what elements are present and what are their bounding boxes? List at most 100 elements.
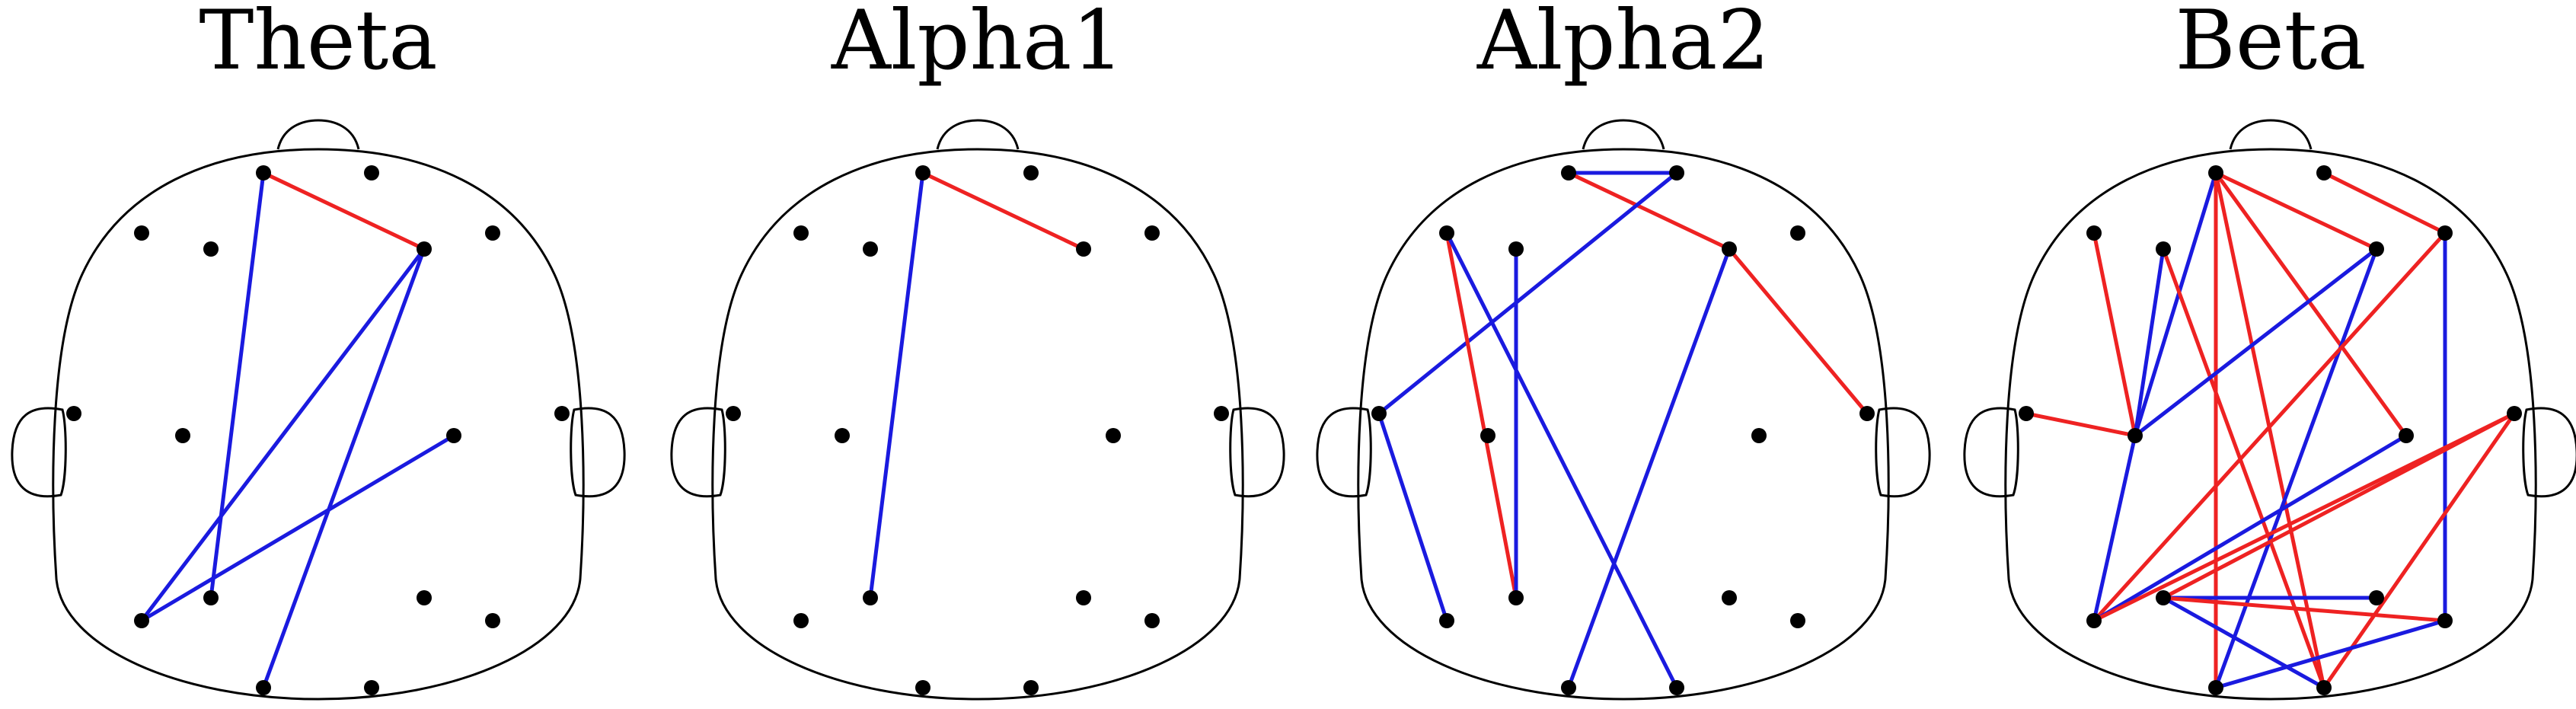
connection-blue-P3-O2 [2161, 596, 2326, 690]
electrode-C3 [835, 428, 850, 443]
electrode-T5 [134, 613, 149, 628]
electrode-T3 [66, 406, 81, 421]
electrode-F4 [417, 241, 432, 257]
left-ear [1316, 407, 1372, 498]
nose [276, 119, 360, 150]
electrode-O1 [2208, 680, 2223, 695]
electrode-O1 [256, 680, 271, 695]
connection-red-Fp1-F4 [921, 171, 1086, 251]
electrode-T5 [1439, 613, 1454, 628]
left-ear [670, 407, 726, 498]
electrode-C3 [2128, 428, 2143, 443]
electrode-P3 [863, 590, 878, 605]
electrode-C4 [1751, 428, 1767, 443]
electrode-C4 [2399, 428, 2414, 443]
electrode-C3 [175, 428, 190, 443]
head-outline [52, 148, 585, 701]
connection-blue-F3-C3 [2133, 247, 2166, 438]
electrode-P3 [2156, 590, 2171, 605]
electrode-F4 [1076, 241, 1091, 257]
connection-red-T4-P3 [2161, 411, 2517, 600]
connection-blue-F7-O2 [1444, 231, 1679, 690]
connection-blue-F4-O1 [261, 247, 426, 690]
electrode-T4 [1214, 406, 1229, 421]
electrode-O1 [1561, 680, 1576, 695]
panel-theta: Theta [11, 0, 626, 701]
electrode-P4 [417, 590, 432, 605]
connection-blue-C4-T5 [139, 433, 456, 623]
electrode-F3 [1508, 241, 1524, 257]
electrode-F7 [793, 225, 809, 241]
electrode-C4 [1106, 428, 1121, 443]
left-ear [1963, 407, 2019, 498]
nose [2229, 119, 2313, 150]
electrode-Fp2 [1023, 165, 1039, 180]
electrode-F8 [2437, 225, 2453, 241]
panel-title: Theta [199, 0, 437, 88]
electrode-O1 [915, 680, 930, 695]
electrode-F3 [863, 241, 878, 257]
right-ear [570, 407, 626, 498]
electrode-Fp1 [256, 165, 271, 180]
electrode-T5 [793, 613, 809, 628]
connection-blue-Fp1-C3 [2133, 171, 2218, 438]
electrode-Fp2 [364, 165, 379, 180]
nose [936, 119, 1020, 150]
panel-alpha1: Alpha1 [670, 0, 1285, 701]
panel-title: Beta [2175, 0, 2366, 88]
connection-red-T4-O2 [2322, 411, 2517, 690]
connection-red-F3-O2 [2161, 247, 2326, 690]
electrode-T6 [1144, 613, 1160, 628]
connection-blue-C4-T5 [2092, 433, 2408, 623]
electrode-P4 [1076, 590, 1091, 605]
left-ear [11, 407, 67, 498]
connection-red-F8-T5 [2092, 231, 2447, 623]
connection-blue-Fp1-P3 [868, 171, 925, 600]
electrode-F7 [1439, 225, 1454, 241]
electrode-P3 [203, 590, 219, 605]
electrode-Fp1 [1561, 165, 1576, 180]
electrode-T3 [726, 406, 741, 421]
head-outline [1357, 148, 1890, 701]
connection-red-P3-T6 [2161, 596, 2447, 623]
electrode-P3 [1508, 590, 1524, 605]
panel-title: Alpha2 [1476, 0, 1770, 88]
electrode-Fp1 [915, 165, 930, 180]
electrode-F7 [2086, 225, 2102, 241]
connection-red-F4-T4 [1727, 247, 1869, 416]
connection-blue-T6-O1 [2214, 618, 2447, 690]
connection-red-Fp1-C4 [2214, 171, 2408, 438]
connection-blue-T3-T5 [1377, 411, 1449, 623]
electrode-T6 [1790, 613, 1805, 628]
electrode-P4 [1722, 590, 1737, 605]
nose [1582, 119, 1665, 150]
electrode-O2 [1023, 680, 1039, 695]
electrode-O2 [1669, 680, 1684, 695]
connection-red-T3-C3 [2024, 411, 2137, 438]
connection-red-Fp1-F4 [261, 171, 426, 251]
electrode-F7 [134, 225, 149, 241]
right-ear [1229, 407, 1285, 498]
connection-red-F7-C3 [2092, 231, 2137, 438]
electrode-T4 [2507, 406, 2522, 421]
electrode-C4 [446, 428, 461, 443]
electrode-Fp2 [1669, 165, 1684, 180]
connection-red-F7-P3 [1444, 231, 1518, 600]
electrode-T4 [554, 406, 570, 421]
connection-red-Fp2-F8 [2322, 171, 2447, 235]
electrode-T4 [1859, 406, 1875, 421]
electrode-O2 [364, 680, 379, 695]
connection-blue-F4-O1 [2214, 247, 2379, 690]
connection-red-Fp1-O2 [2214, 171, 2326, 690]
electrode-F8 [1144, 225, 1160, 241]
connection-blue-F4-O1 [1566, 247, 1732, 690]
connection-red-T4-T5 [2092, 411, 2517, 623]
panel-title: Alpha1 [831, 0, 1124, 88]
connection-blue-F4-C3 [2133, 247, 2379, 438]
electrode-F4 [1722, 241, 1737, 257]
electrode-F3 [2156, 241, 2171, 257]
electrode-Fp1 [2208, 165, 2223, 180]
connection-blue-Fp1-P3 [209, 171, 266, 600]
electrode-C3 [1480, 428, 1495, 443]
panel-beta: Beta [1963, 0, 2576, 701]
